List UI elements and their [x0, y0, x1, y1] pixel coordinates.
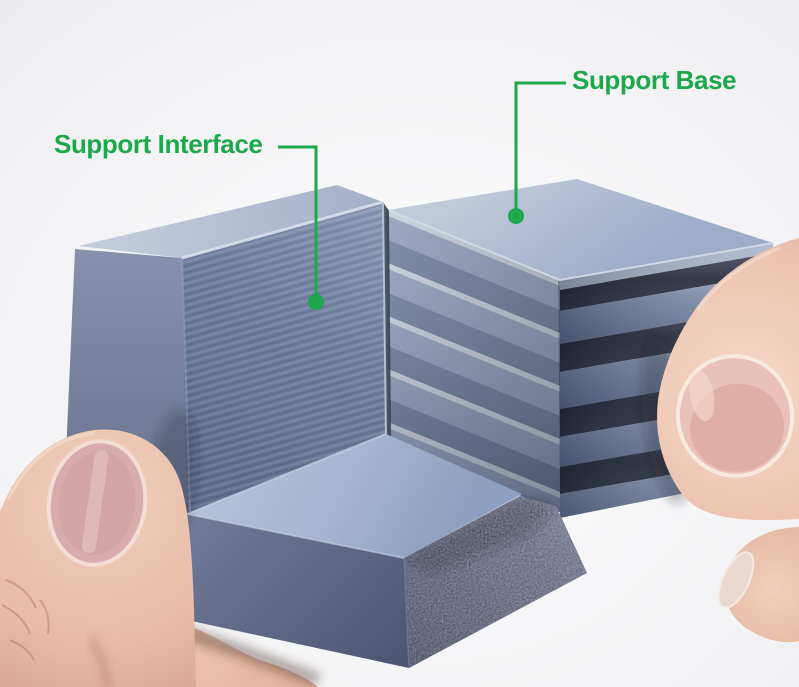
- base-back-rim-highlight: [186, 433, 387, 515]
- stack-left-face: [386, 208, 564, 514]
- marker-dot-base: [508, 208, 524, 224]
- right-hand: [641, 238, 799, 643]
- part-interface-face: [182, 202, 386, 514]
- label-support-base: Support Base: [572, 65, 737, 95]
- callout-overlay: [278, 81, 566, 310]
- base-front-rim-highlight: [186, 513, 405, 559]
- thumb-finger-crease: [89, 636, 111, 687]
- left-thumb-highlight: [6, 431, 95, 501]
- leader-line-base: [514, 81, 566, 209]
- base-corner-ridge: [403, 557, 410, 669]
- right-thumb-nail: [675, 354, 795, 478]
- leader-line-interface: [278, 145, 318, 295]
- part-right-rim-highlight: [382, 201, 387, 437]
- base-top-face: [187, 434, 522, 558]
- left-hand-creases: [1, 579, 50, 661]
- printed-part-block: [66, 185, 387, 520]
- marker-dot-interface: [308, 294, 324, 310]
- base-rough-face: [404, 496, 587, 668]
- part-top-rim-highlight: [181, 200, 384, 260]
- base-plate: [139, 433, 587, 669]
- left-thumb-nail: [46, 439, 148, 567]
- base-front-face: [150, 514, 409, 668]
- right-fingertip-nail: [717, 551, 755, 609]
- part-top-face: [78, 185, 383, 258]
- label-support-interface: Support Interface: [54, 129, 263, 159]
- part-stack-gap-shadow: [383, 202, 391, 438]
- stack-top-face: [388, 179, 773, 280]
- left-hand: [0, 408, 198, 687]
- right-thumb-highlight: [696, 246, 781, 311]
- stack-top-edge-highlight: [387, 209, 774, 282]
